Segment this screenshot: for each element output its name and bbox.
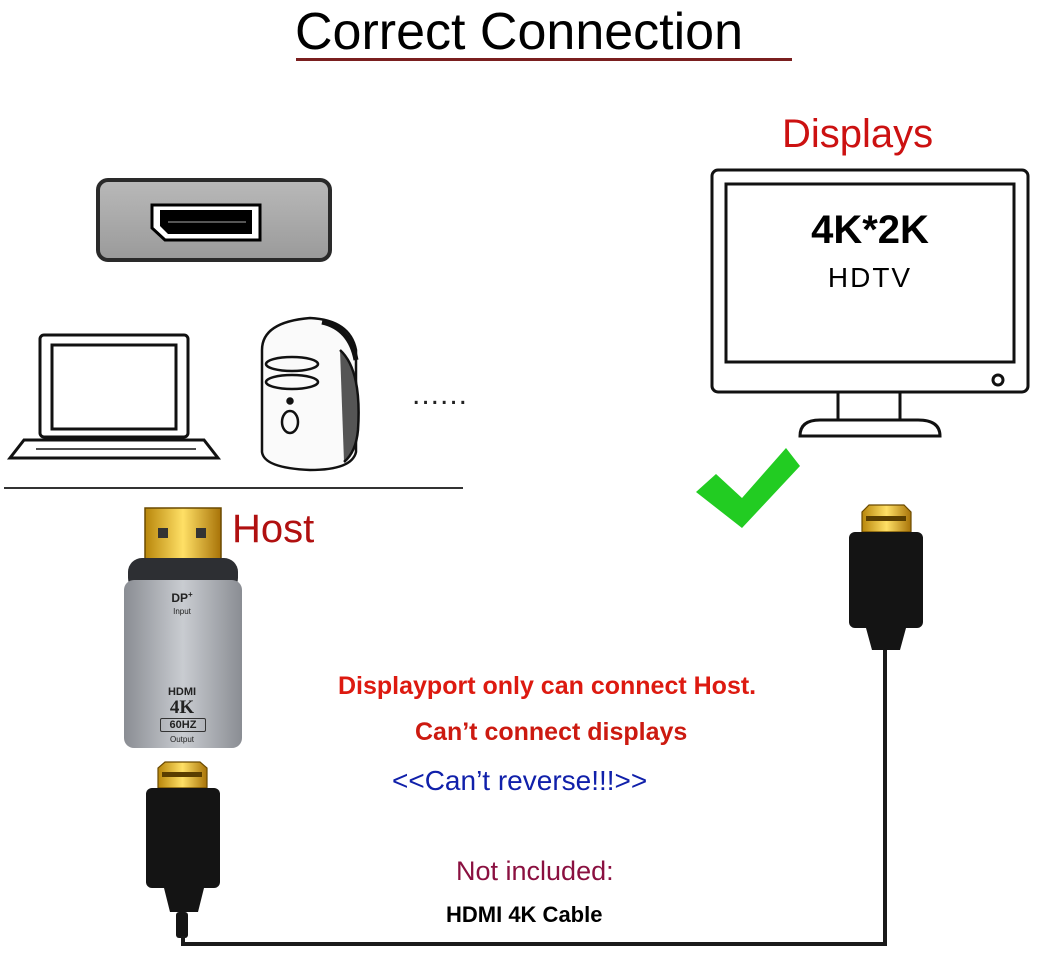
monitor-type-text: HDTV xyxy=(827,262,913,293)
displays-label: Displays xyxy=(782,112,934,156)
displayport-port-icon xyxy=(96,178,332,262)
hdmi-plug-icon xyxy=(146,761,220,938)
laptop-icon xyxy=(6,333,222,460)
note-host-only: Displayport only can connect Host. xyxy=(338,672,757,700)
note-no-displays: Can’t connect displays xyxy=(415,718,688,746)
desktop-tower-icon xyxy=(260,316,360,472)
adapter-output-hz: 60HZ xyxy=(160,718,206,732)
hdmi-cable-icon xyxy=(181,648,887,946)
monitor-resolution-text: 4K*2K xyxy=(811,208,929,252)
hdmi-plug-right-icon xyxy=(849,504,923,650)
title-underline xyxy=(296,58,792,61)
more-devices-dots: ...... xyxy=(412,378,469,411)
not-included-label: Not included: xyxy=(456,856,614,886)
adapter-input-sup: + xyxy=(188,590,193,599)
adapter-input-text: DP xyxy=(171,591,188,605)
adapter-output-4k: 4K xyxy=(169,697,195,718)
dp-hdmi-adapter-icon xyxy=(124,507,242,748)
checkmark-icon xyxy=(696,448,800,528)
adapter-input-label: DP+ xyxy=(122,590,242,605)
cable-name-label: HDMI 4K Cable xyxy=(446,902,603,927)
note-no-reverse: <<Can’t reverse!!!>> xyxy=(392,765,648,796)
host-label: Host xyxy=(232,507,315,551)
page-title: Correct Connection xyxy=(295,3,743,61)
monitor-icon xyxy=(710,168,1030,438)
adapter-input-sub: Input xyxy=(173,607,191,616)
adapter-output-label: HDMI xyxy=(167,686,197,698)
adapter-output-sub: Output xyxy=(169,735,194,744)
